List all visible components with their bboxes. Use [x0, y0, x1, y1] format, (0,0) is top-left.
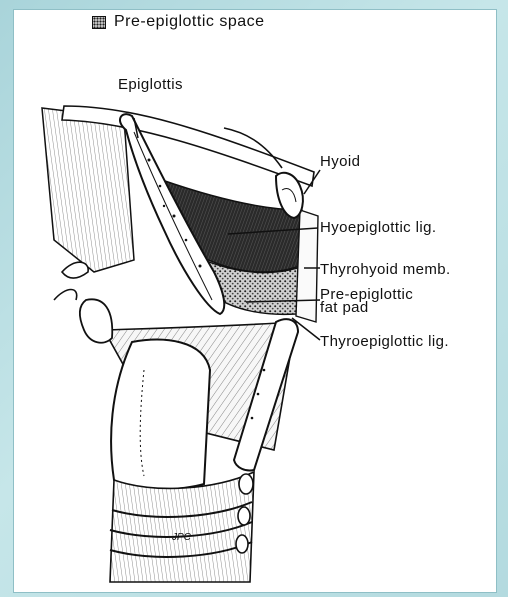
- thyrohyoid-membrane: [296, 210, 318, 322]
- label-pre-epiglottic-fat-pad-2: fat pad: [320, 300, 369, 315]
- label-hyoid: Hyoid: [320, 154, 360, 169]
- arytenoid-cartilage: [80, 299, 113, 342]
- legend-label: Pre-epiglottic space: [114, 13, 265, 31]
- artist-signature: JPC: [171, 532, 192, 543]
- legend: Pre-epiglottic space: [92, 13, 265, 31]
- trachea: [110, 472, 254, 582]
- larynx-illustration: JPC: [14, 10, 496, 592]
- cuneiform-cartilage: [62, 262, 88, 278]
- stippled-square-icon: [92, 16, 106, 29]
- label-hyoepiglottic-lig: Hyoepiglottic lig.: [320, 220, 436, 235]
- label-thyroepiglottic-lig: Thyroepiglottic lig.: [320, 334, 449, 349]
- cricoid-cartilage: [111, 340, 210, 490]
- label-thyrohyoid-memb: Thyrohyoid memb.: [320, 262, 451, 277]
- left-membrane: [42, 108, 134, 272]
- label-epiglottis: Epiglottis: [118, 77, 183, 92]
